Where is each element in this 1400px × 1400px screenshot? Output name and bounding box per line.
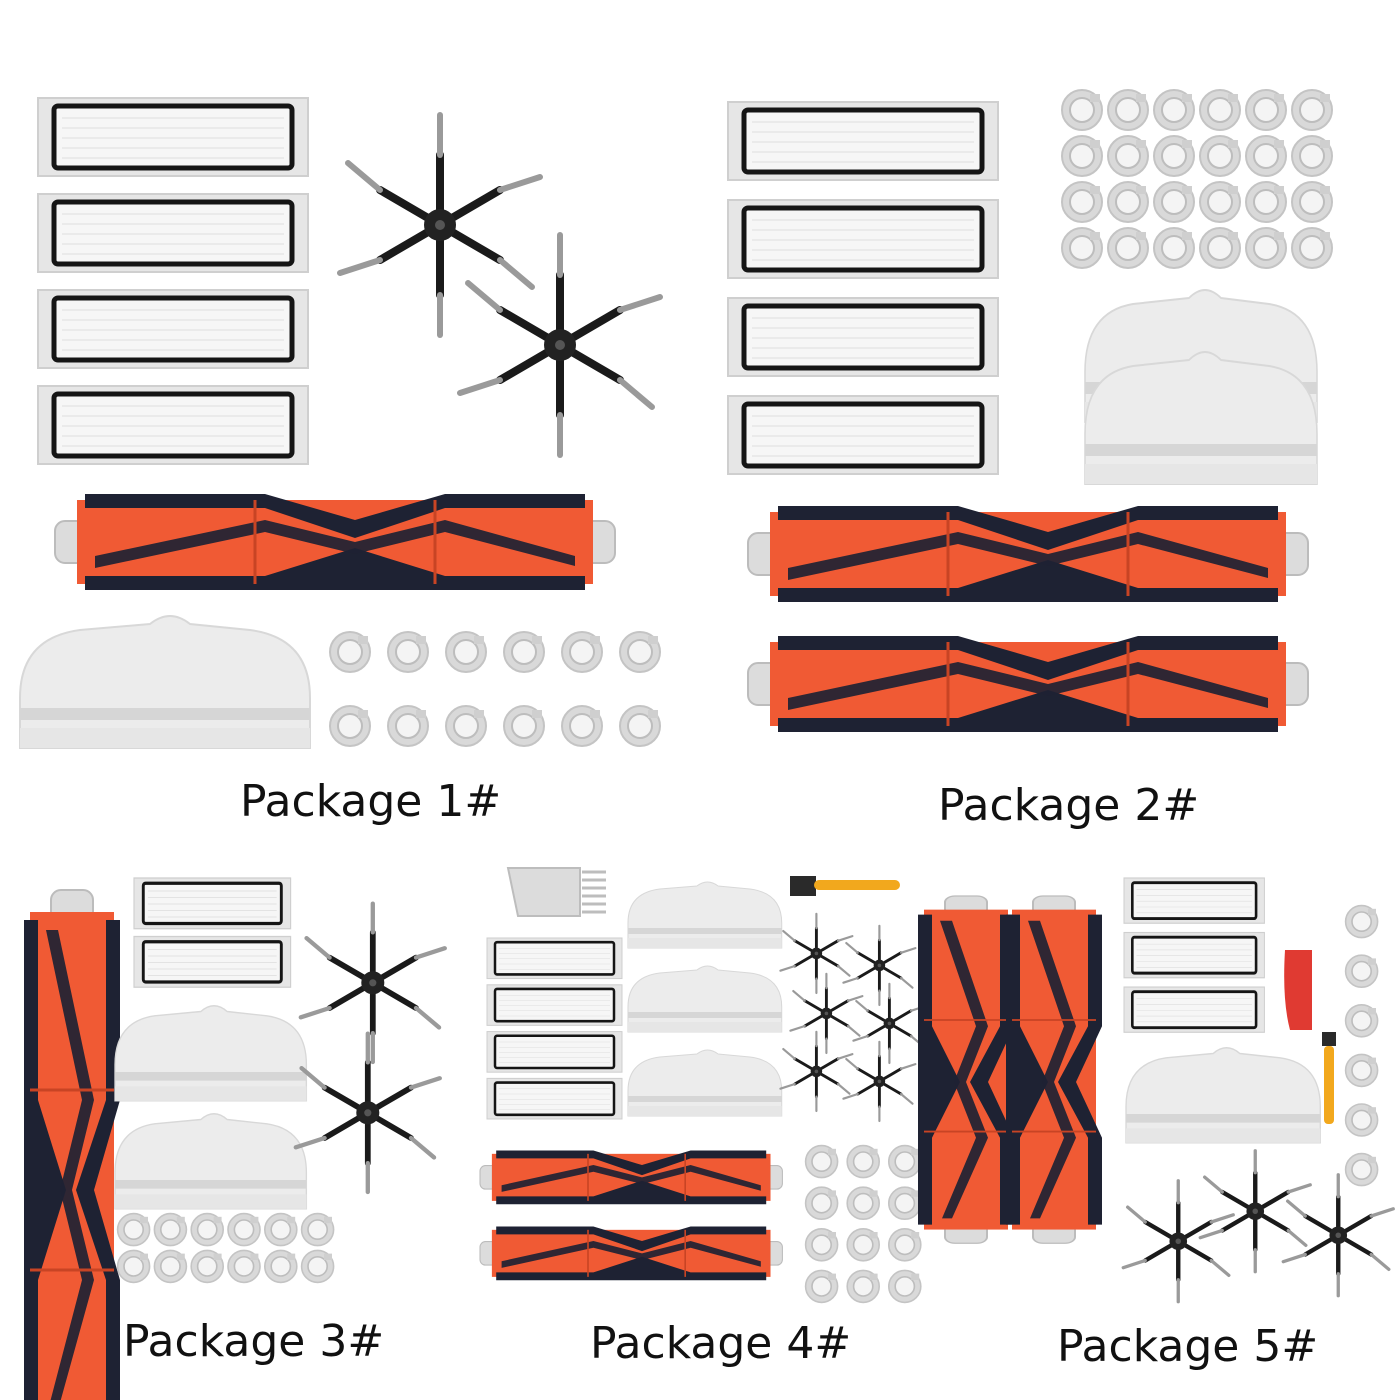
side-brush-icon <box>340 115 540 335</box>
hepa-filter-icon <box>728 102 998 180</box>
package-4-label: Package 4# <box>590 1318 852 1369</box>
main-brush-icon <box>479 1225 784 1282</box>
hepa-filter-icon <box>485 983 624 1027</box>
cleaning-tool-icon <box>506 867 606 917</box>
water-tank-filter-icon <box>804 1144 922 1304</box>
package-1-label: Package 1# <box>240 776 502 827</box>
package-2-label: Package 2# <box>938 780 1200 831</box>
main-brush-icon <box>479 1149 784 1206</box>
mop-cloth-icon <box>1125 1047 1322 1144</box>
package-3-label: Package 3# <box>123 1316 385 1367</box>
mop-cloth-icon <box>114 1005 308 1102</box>
mop-cloth-icon <box>1084 289 1318 485</box>
hepa-filter-icon <box>132 934 293 989</box>
hepa-filter-icon <box>485 936 624 980</box>
package-4-group <box>479 867 927 1304</box>
water-tank-filter-icon <box>329 631 661 747</box>
hepa-filter-icon <box>728 200 998 278</box>
main-brush-icon <box>53 492 617 592</box>
mop-cloth-icon <box>627 965 783 1033</box>
hepa-filter-icon <box>38 194 308 272</box>
hepa-filter-icon <box>38 386 308 464</box>
water-tank-filter-icon <box>1061 89 1333 269</box>
package-5-group <box>916 876 1393 1302</box>
side-brush-icon <box>301 904 445 1062</box>
main-brush-icon <box>746 504 1310 604</box>
hepa-filter-icon <box>1122 985 1266 1034</box>
package-5-label: Package 5# <box>1057 1321 1319 1372</box>
main-brush-icon <box>1004 894 1104 1245</box>
cleaning-tool-icon <box>1284 950 1336 1124</box>
main-brush-icon <box>746 634 1310 734</box>
package-2-group <box>728 89 1333 734</box>
cleaning-tool-icon <box>790 876 900 896</box>
mop-cloth-icon <box>627 1049 783 1117</box>
mop-cloth-icon <box>627 881 783 949</box>
hepa-filter-icon <box>485 1030 624 1074</box>
main-brush-icon <box>916 894 1016 1245</box>
package-1-group <box>19 98 661 749</box>
water-tank-filter-icon <box>116 1212 335 1284</box>
hepa-filter-icon <box>485 1077 624 1121</box>
hepa-filter-icon <box>38 290 308 368</box>
side-brush-icon <box>296 1034 440 1192</box>
mop-cloth-icon <box>19 615 311 749</box>
hepa-filter-icon <box>38 98 308 176</box>
hepa-filter-icon <box>1122 876 1266 925</box>
mop-cloth-icon <box>114 1113 308 1210</box>
hepa-filter-icon <box>728 396 998 474</box>
hepa-filter-icon <box>728 298 998 376</box>
side-brush-icon <box>460 235 660 455</box>
main-brush-icon <box>22 888 122 1400</box>
hepa-filter-icon <box>132 876 293 931</box>
hepa-filter-icon <box>1122 931 1266 980</box>
side-brush-icon <box>778 912 927 1123</box>
water-tank-filter-icon <box>1344 904 1379 1187</box>
